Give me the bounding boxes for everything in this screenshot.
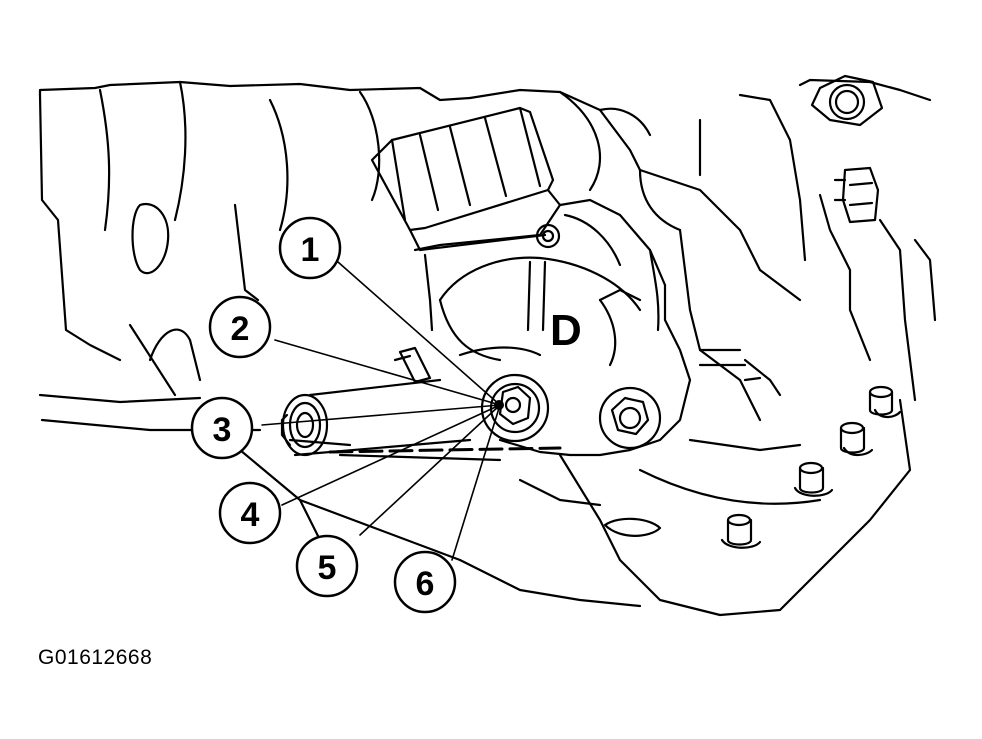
callout-6-number: 6	[416, 565, 435, 603]
callout-2: 2	[208, 295, 272, 359]
flange-studs	[720, 385, 902, 549]
callout-4: 4	[218, 481, 282, 545]
callout-3: 3	[190, 396, 254, 460]
callout-2-number: 2	[231, 310, 250, 348]
callout-1-number: 1	[301, 231, 320, 269]
manual-shaft	[280, 346, 472, 457]
callout-4-number: 4	[241, 496, 260, 534]
callout-3-number: 3	[213, 411, 232, 449]
callout-5: 5	[295, 534, 359, 598]
transmission-case	[38, 78, 937, 617]
mounting-bolt	[598, 386, 662, 450]
pivot-nut	[480, 373, 550, 443]
pivot-point	[494, 400, 504, 410]
leader-lines	[261, 261, 501, 561]
range-sensor-body	[413, 198, 692, 457]
callout-1: 1	[278, 216, 342, 280]
bracket-connector	[833, 166, 880, 224]
callout-6: 6	[393, 550, 457, 614]
component-label-d: D	[550, 306, 582, 355]
electrical-connector	[370, 106, 562, 252]
figure-id: G01612668	[38, 646, 153, 669]
callout-5-number: 5	[318, 549, 337, 587]
hex-nut-top-right	[810, 74, 884, 127]
